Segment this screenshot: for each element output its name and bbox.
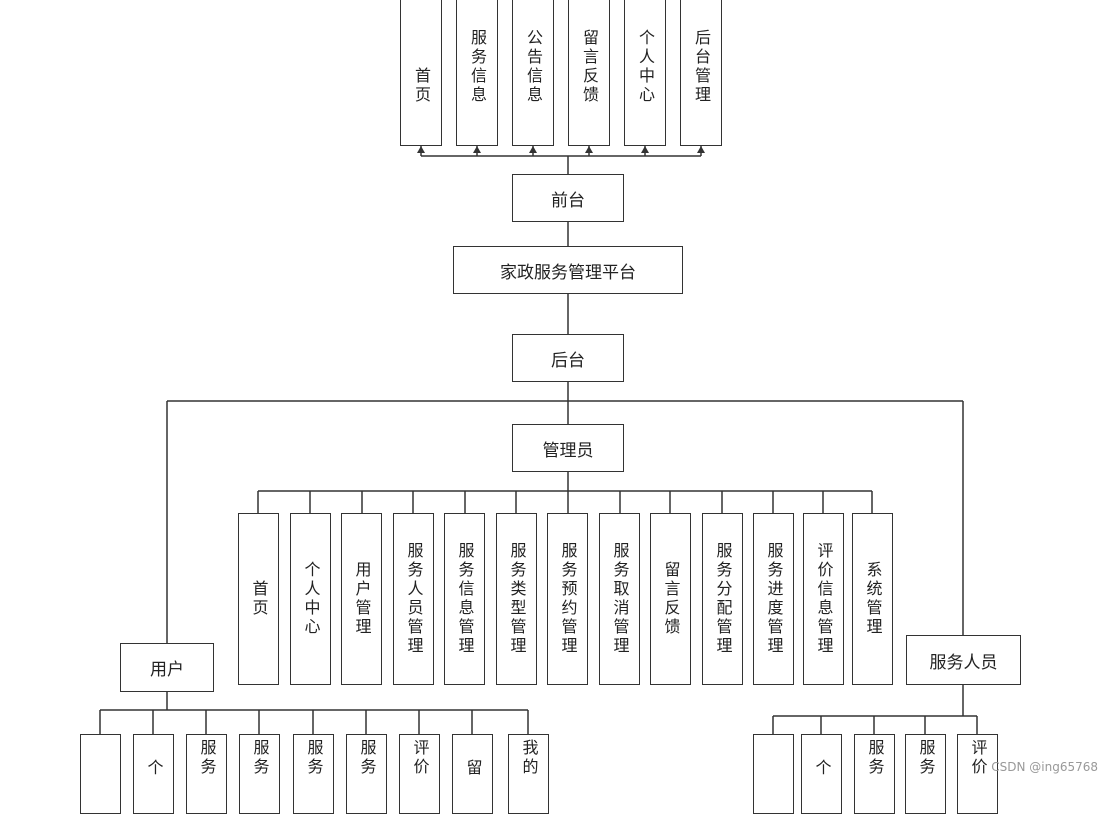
backend-node: 后台 [512, 334, 624, 382]
front-module-backend-admin: 后台管理 [680, 0, 722, 146]
admin-module-personal-center: 个人中心 [290, 513, 331, 685]
staff-module-personal: 个 [801, 734, 842, 814]
user-module-review: 评价 [399, 734, 440, 814]
user-module-service-4: 服务 [346, 734, 387, 814]
admin-module-service-info-management: 服务信息管理 [444, 513, 485, 685]
staff-module-service-1: 服务 [854, 734, 895, 814]
admin-module-home: 首页 [238, 513, 279, 685]
admin-node: 管理员 [512, 424, 624, 472]
admin-module-feedback: 留言反馈 [650, 513, 691, 685]
staff-module-review: 评价 [957, 734, 998, 814]
user-module-service-3: 服务 [293, 734, 334, 814]
front-module-home: 首页 [400, 0, 442, 146]
admin-module-assignment-management: 服务分配管理 [702, 513, 743, 685]
admin-module-reservation-management: 服务预约管理 [547, 513, 588, 685]
front-module-feedback: 留言反馈 [568, 0, 610, 146]
front-node: 前台 [512, 174, 624, 222]
admin-module-service-type-management: 服务类型管理 [496, 513, 537, 685]
staff-node: 服务人员 [906, 635, 1021, 685]
admin-module-staff-management: 服务人员管理 [393, 513, 434, 685]
staff-module-1 [753, 734, 794, 814]
user-module-my: 我的 [508, 734, 549, 814]
user-module-service-1: 服务 [186, 734, 227, 814]
admin-module-user-management: 用户管理 [341, 513, 382, 685]
admin-module-progress-management: 服务进度管理 [753, 513, 794, 685]
user-module-message: 留 [452, 734, 493, 814]
user-module-1 [80, 734, 121, 814]
user-node: 用户 [120, 643, 214, 692]
platform-node: 家政服务管理平台 [453, 246, 683, 294]
user-module-service-2: 服务 [239, 734, 280, 814]
watermark-text: CSDN @ing65768 [991, 760, 1098, 774]
admin-module-review-management: 评价信息管理 [803, 513, 844, 685]
staff-module-service-2: 服务 [905, 734, 946, 814]
admin-module-system-management: 系统管理 [852, 513, 893, 685]
user-module-personal: 个 [133, 734, 174, 814]
admin-module-cancellation-management: 服务取消管理 [599, 513, 640, 685]
front-module-personal-center: 个人中心 [624, 0, 666, 146]
front-module-announcements: 公告信息 [512, 0, 554, 146]
front-module-service-info: 服务信息 [456, 0, 498, 146]
connector-lines [99, 146, 978, 734]
